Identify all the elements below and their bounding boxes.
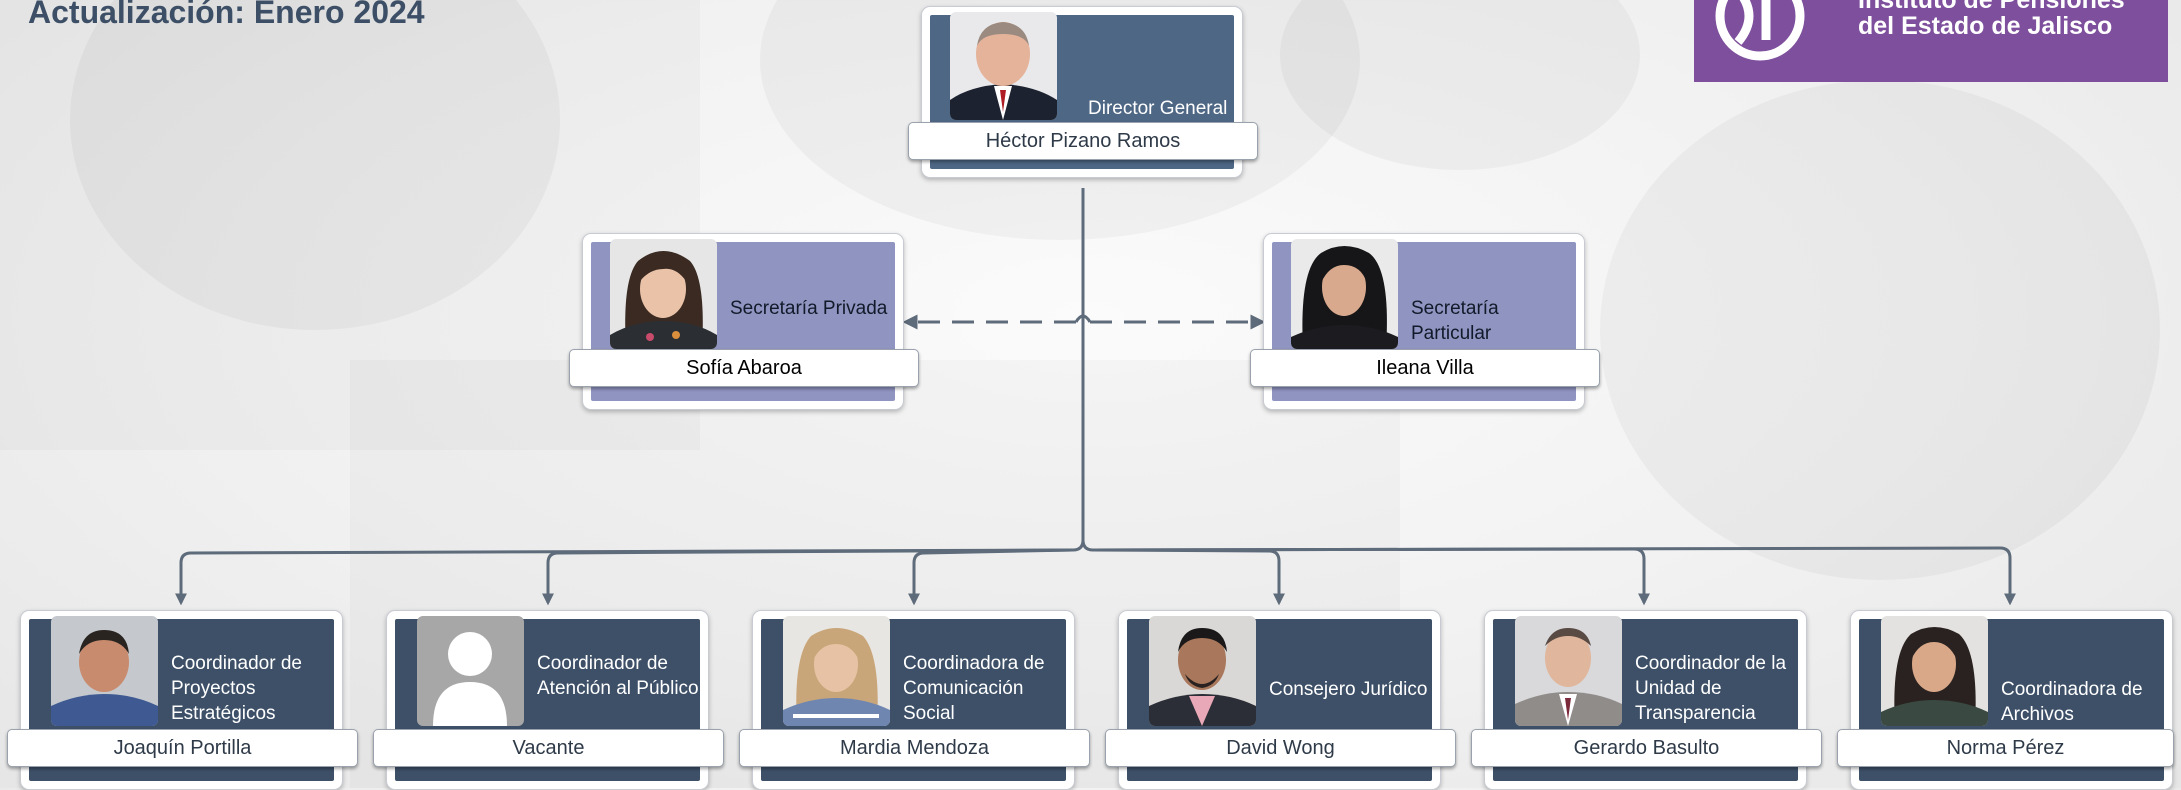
coordinator-name: Vacante: [373, 729, 724, 767]
coordinator-card-3[interactable]: Coordinadora de Comunicación Social Mard…: [739, 610, 1090, 790]
coordinator-name: David Wong: [1105, 729, 1456, 767]
secretary-photo: [610, 239, 717, 349]
director-name: Héctor Pizano Ramos: [908, 122, 1258, 160]
coordinator-name: Gerardo Basulto: [1471, 729, 1822, 767]
director-role: Director General: [1088, 98, 1228, 119]
coordinator-role: Coordinador de Atención al Público: [537, 653, 699, 699]
logo-mark-icon: [1715, 0, 1805, 61]
logo-line-1: Instituto de Pensiones: [1858, 0, 2125, 14]
secretary-role: Secretaría Particular: [1411, 298, 1499, 344]
institution-logo: Instituto de Pensiones del Estado de Jal…: [1694, 0, 2168, 82]
coordinator-card-2[interactable]: Coordinador de Atención al Público Vacan…: [373, 610, 724, 790]
coordinator-photo: [1515, 616, 1622, 726]
director-card[interactable]: Director General Héctor Pizano Ramos: [908, 6, 1258, 178]
logo-line-2: del Estado de Jalisco: [1858, 12, 2113, 40]
secretary-role: Secretaría Privada: [730, 298, 888, 319]
coordinator-name: Mardia Mendoza: [739, 729, 1090, 767]
page-title: Actualización: Enero 2024: [28, 0, 425, 30]
coordinator-role: Coordinadora de Archivos: [2001, 679, 2143, 725]
secretary-card-particular[interactable]: Secretaría Particular Ileana Villa: [1250, 233, 1600, 410]
coordinator-photo: [783, 616, 890, 726]
coordinator-card-5[interactable]: Coordinador de la Unidad de Transparenci…: [1471, 610, 1822, 790]
secretary-name: Ileana Villa: [1250, 349, 1600, 387]
coordinator-photo: [51, 616, 158, 726]
coordinator-role: Consejero Jurídico: [1269, 679, 1428, 700]
coordinator-photo: [1149, 616, 1256, 726]
coordinator-card-1[interactable]: Coordinador de Proyectos Estratégicos Jo…: [7, 610, 358, 790]
coordinator-name: Joaquín Portilla: [7, 729, 358, 767]
coordinator-card-6[interactable]: Coordinadora de Archivos Norma Pérez: [1837, 610, 2174, 790]
coordinator-role: Coordinadora de Comunicación Social: [903, 653, 1045, 724]
secretary-name: Sofía Abaroa: [569, 349, 919, 387]
placeholder-avatar-icon: [417, 616, 524, 726]
secretary-photo: [1291, 239, 1398, 349]
coordinator-card-4[interactable]: Consejero Jurídico David Wong: [1105, 610, 1456, 790]
coordinator-photo: [1881, 616, 1988, 726]
director-photo: [950, 12, 1057, 120]
coordinator-name: Norma Pérez: [1837, 729, 2174, 767]
coordinator-role: Coordinador de Proyectos Estratégicos: [171, 653, 302, 724]
secretary-card-privada[interactable]: Secretaría Privada Sofía Abaroa: [569, 233, 919, 410]
coordinator-role: Coordinador de la Unidad de Transparenci…: [1635, 653, 1787, 724]
